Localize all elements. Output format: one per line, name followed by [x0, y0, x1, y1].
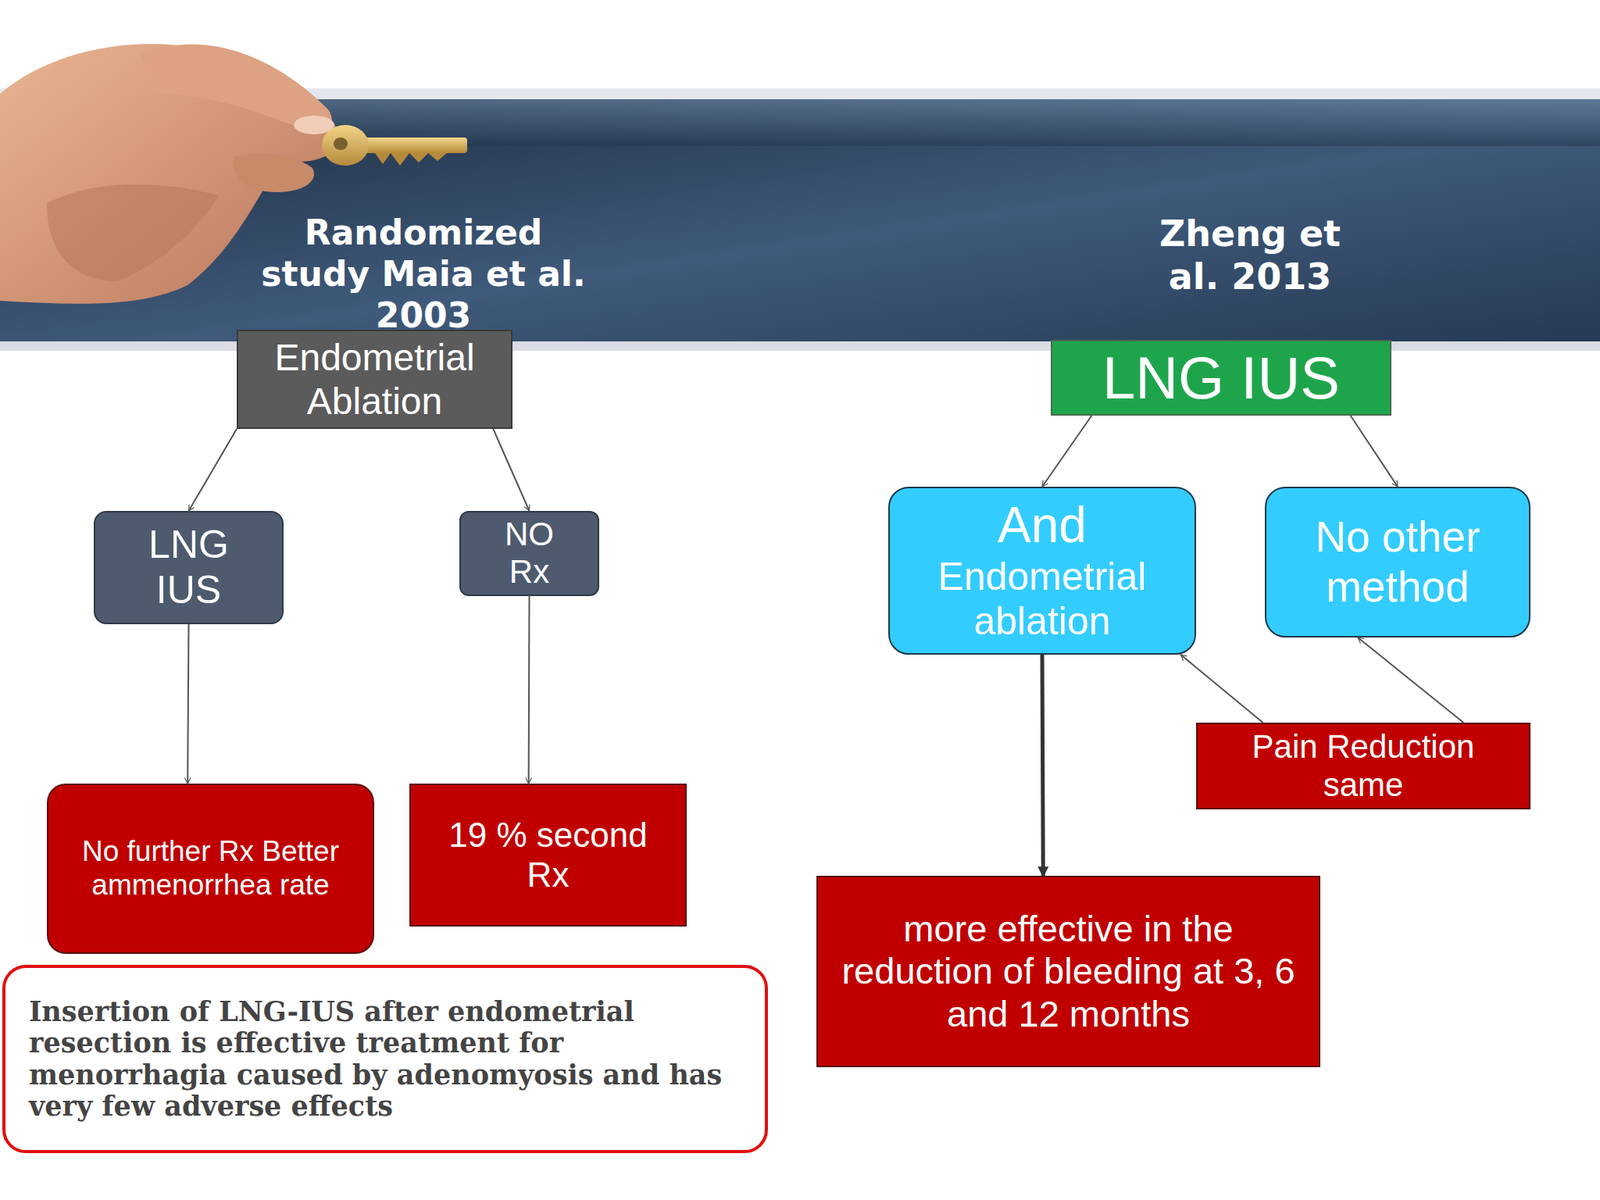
knuckle-shade: [46, 184, 219, 282]
key-head: [321, 125, 369, 166]
finger: [233, 153, 315, 193]
box-text: more effective in the reduction of bleed…: [833, 907, 1304, 1035]
process-box: LNG IUS: [1050, 339, 1392, 416]
arrow-connector: [528, 596, 531, 784]
outcome-box: more effective in the reduction of bleed…: [816, 875, 1321, 1068]
study-heading: Randomized study Maia et al. 2003: [251, 212, 596, 336]
arrow-connector: [1042, 415, 1092, 487]
arrow-connector: [189, 428, 238, 511]
arrow-connector: [1350, 415, 1398, 487]
arrow-connector: [1180, 654, 1263, 723]
arrow-connector: [187, 624, 189, 784]
option-box: AndEndometrial ablation: [888, 486, 1197, 655]
outcome-box: No further Rx Better ammenorrhea rate: [46, 783, 375, 954]
outcome-box: Pain Reduction same: [1196, 722, 1531, 810]
outcome-box: 19 % second Rx: [409, 783, 687, 927]
box-text: LNG IUS: [1102, 343, 1340, 412]
arrow-connector: [1042, 654, 1043, 876]
box-text: LNG IUS: [134, 522, 243, 613]
box-text: No further Rx Better ammenorrhea rate: [79, 835, 342, 902]
box-text: Insertion of LNG-IUS after endometrial r…: [28, 996, 742, 1122]
box-text: Pain Reduction same: [1244, 728, 1483, 804]
process-box: Endometrial Ablation: [236, 329, 513, 429]
box-subtext: Endometrial ablation: [905, 554, 1179, 645]
study-heading: Zheng et al. 2013: [1136, 212, 1364, 299]
key-hole: [333, 137, 348, 150]
result-box: NO Rx: [459, 510, 600, 597]
box-text: Endometrial Ablation: [246, 335, 504, 422]
box-text: 19 % second Rx: [442, 815, 654, 895]
option-box: No other method: [1264, 486, 1531, 638]
box-text: And: [997, 496, 1087, 555]
box-text: NO Rx: [492, 515, 567, 592]
arrow-connector: [492, 428, 529, 511]
box-text: No other method: [1297, 512, 1498, 612]
result-box: LNG IUS: [93, 510, 284, 625]
arrow-connector: [1357, 637, 1464, 723]
key-blade: [351, 137, 468, 154]
key-teeth: [375, 153, 447, 166]
conclusion-box: Insertion of LNG-IUS after endometrial r…: [2, 964, 768, 1154]
